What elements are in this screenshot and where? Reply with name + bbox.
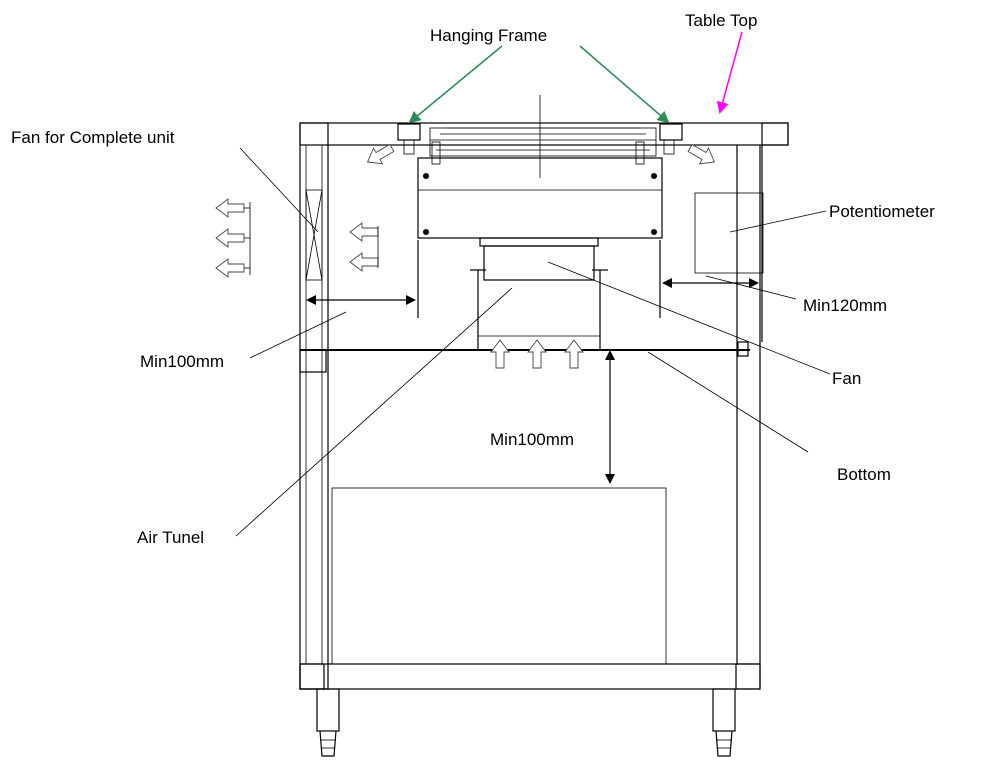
- label-air-tunel: Air Tunel: [137, 528, 204, 547]
- label-potentiometer: Potentiometer: [829, 202, 935, 221]
- leader-lines: [235, 147, 831, 537]
- potentiometer-box: [694, 192, 764, 274]
- label-bottom: Bottom: [837, 465, 891, 484]
- lower-box: [331, 487, 667, 665]
- left-column: [299, 122, 329, 690]
- label-hanging-frame: Hanging Frame: [430, 26, 547, 45]
- machine-unit: [397, 95, 683, 350]
- complete-unit-fan: [305, 189, 323, 281]
- fan-body: [483, 245, 595, 281]
- label-min100-center: Min100mm: [490, 430, 574, 449]
- base-frame: [299, 663, 761, 690]
- label-fan-complete-unit: Fan for Complete unit: [11, 128, 175, 147]
- right-leg: [712, 688, 736, 757]
- hanging-frame-arrow-left: [408, 45, 503, 124]
- airflow-arrows: [215, 139, 720, 369]
- table-top-arrow: [716, 31, 743, 114]
- cabinet-frame: [299, 122, 789, 757]
- label-fan: Fan: [832, 369, 861, 388]
- label-min120: Min120mm: [803, 296, 887, 315]
- hanging-frame-arrow-right: [579, 45, 670, 124]
- label-table-top: Table Top: [685, 11, 757, 30]
- label-min100-left: Min100mm: [140, 352, 224, 371]
- left-leg: [316, 688, 340, 757]
